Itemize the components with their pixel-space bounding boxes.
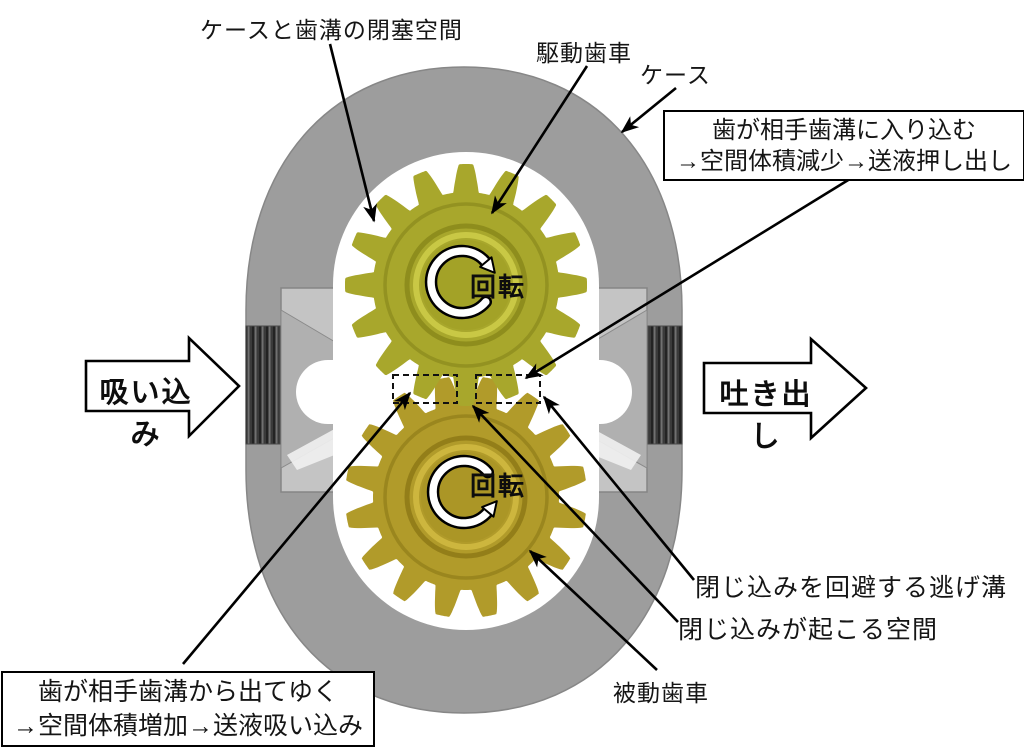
leader-discharge-note — [524, 172, 859, 380]
suction-note-line1: 歯が相手歯溝から出てゆく — [37, 678, 338, 706]
suction-port-ribs — [245, 325, 281, 445]
discharge-note-box: 歯が相手歯溝に入り込む →空間体積減少→送液押し出し — [663, 110, 1024, 181]
rotation-label-bottom: 回転 — [470, 471, 527, 501]
suction-arrow-shape — [84, 334, 241, 440]
label-closed-space: ケースと歯溝の閉塞空間 — [200, 17, 463, 43]
label-driven-gear: 被動歯車 — [613, 680, 709, 706]
relief-groove-box-left — [392, 374, 458, 404]
leader-drive-gear — [490, 65, 589, 215]
leader-case — [620, 86, 677, 134]
suction-note-box: 歯が相手歯溝から出てゆく →空間体積増加→送液吸い込み — [1, 671, 375, 747]
label-drive-gear: 駆動歯車 — [536, 40, 632, 66]
leader-suction-note — [182, 391, 412, 665]
suction-flow-label: 吸い込み — [99, 377, 193, 451]
leader-driven-gear — [528, 549, 658, 671]
discharge-flow-label: 吐き出し — [719, 379, 813, 453]
suction-note-line2: →空間体積増加→送液吸い込み — [12, 712, 363, 740]
clockwise-rotation-icon — [424, 244, 496, 320]
leader-closed-space — [328, 43, 377, 223]
label-relief-groove: 閉じ込みを回避する逃げ溝 — [695, 574, 1008, 602]
counterclockwise-rotation-icon — [426, 454, 498, 530]
label-case: ケース — [640, 62, 711, 88]
label-trap-space: 閉じ込みが起こる空間 — [678, 616, 939, 644]
relief-groove-box-right — [475, 374, 541, 404]
rotation-label-top: 回転 — [470, 272, 527, 302]
leader-relief-groove — [542, 395, 696, 581]
leader-trap-space — [471, 404, 679, 623]
discharge-arrow-shape — [702, 336, 868, 441]
discharge-note-line2: →空間体積減少→送液押し出し — [676, 147, 1012, 175]
discharge-note-line1: 歯が相手歯溝に入り込む — [712, 116, 976, 144]
discharge-port-ribs — [647, 325, 683, 445]
